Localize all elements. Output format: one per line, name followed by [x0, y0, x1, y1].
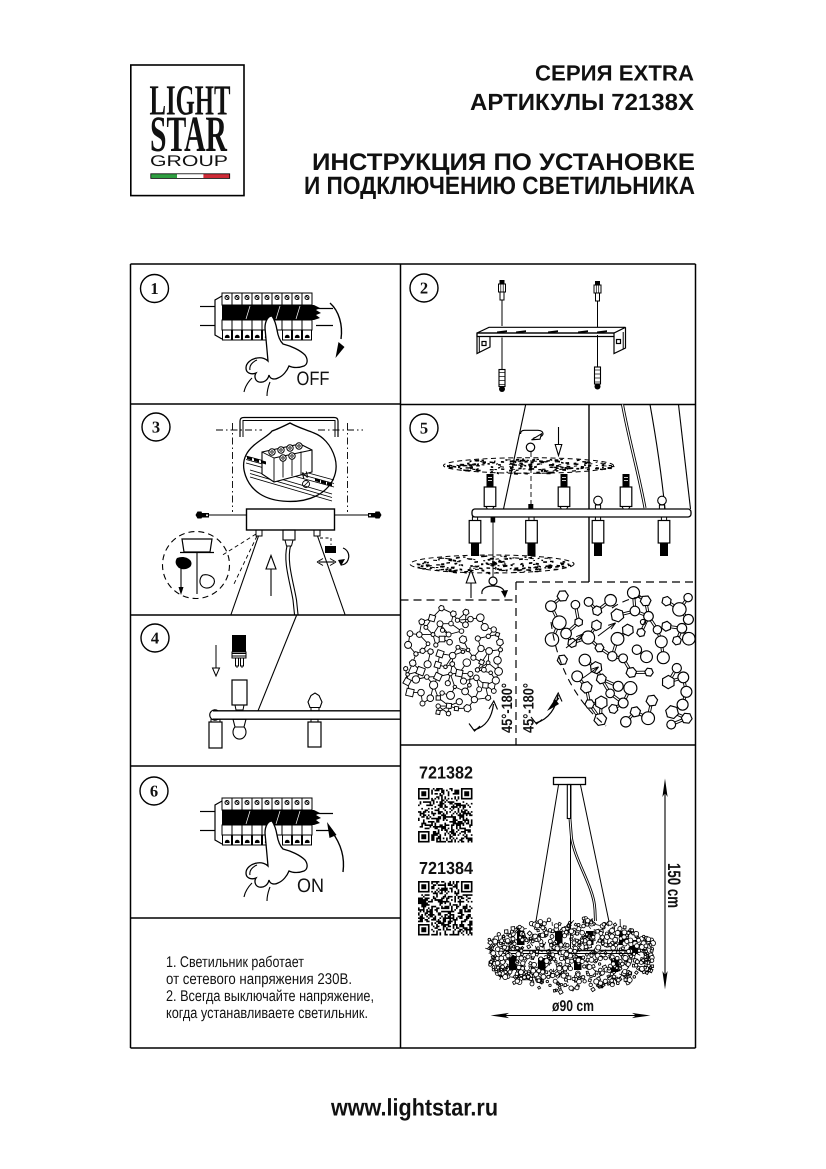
svg-text:И ПОДКЛЮЧЕНИЮ СВЕТИЛЬНИКА: И ПОДКЛЮЧЕНИЮ СВЕТИЛЬНИКА [304, 172, 695, 200]
svg-text:GROUP: GROUP [150, 153, 228, 170]
svg-text:ИНСТРУКЦИЯ ПО УСТАНОВКЕ: ИНСТРУКЦИЯ ПО УСТАНОВКЕ [312, 149, 695, 176]
svg-text:45°-180°: 45°-180° [521, 683, 538, 733]
svg-text:LIGHT: LIGHT [150, 78, 231, 125]
svg-text:150 cm: 150 cm [664, 863, 684, 908]
svg-text:3: 3 [152, 417, 160, 436]
svg-text:1: 1 [150, 279, 158, 298]
svg-text:OFF: OFF [297, 368, 330, 390]
svg-text:ø90 cm: ø90 cm [552, 998, 594, 1015]
svg-text:СЕРИЯ EXTRA: СЕРИЯ EXTRA [535, 61, 694, 86]
svg-text:2: 2 [420, 278, 428, 297]
svg-text:4: 4 [151, 628, 159, 647]
svg-text:5: 5 [420, 418, 428, 437]
svg-text:www.lightstar.ru: www.lightstar.ru [330, 1095, 498, 1122]
svg-text:ON: ON [297, 875, 324, 897]
svg-text:N: N [301, 469, 310, 480]
svg-text:45°-180°: 45°-180° [499, 683, 516, 733]
svg-text:721382: 721382 [419, 763, 473, 783]
svg-text:6: 6 [150, 781, 158, 800]
svg-text:когда устанавливаете светильни: когда устанавливаете светильник. [166, 1005, 368, 1022]
svg-text:АРТИКУЛЫ 72138X: АРТИКУЛЫ 72138X [470, 89, 694, 115]
svg-text:721384: 721384 [419, 858, 473, 878]
svg-text:2. Всегда выключайте напряжени: 2. Всегда выключайте напряжение, [166, 988, 374, 1005]
svg-text:1. Светильник работает: 1. Светильник работает [166, 954, 304, 971]
svg-text:STAR: STAR [150, 107, 228, 163]
svg-text:от сетевого напряжения 230В.: от сетевого напряжения 230В. [166, 971, 352, 988]
